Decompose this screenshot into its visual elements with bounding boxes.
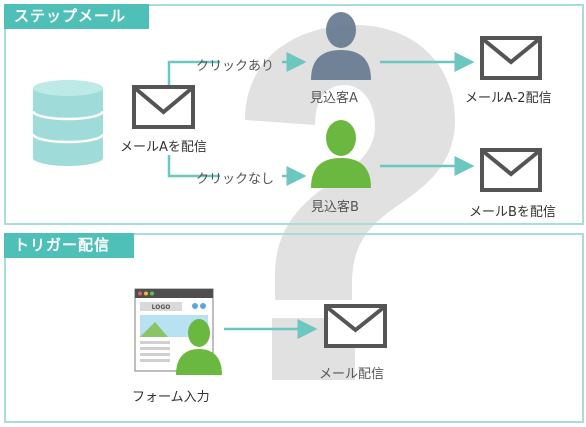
person-icon-prospect-a — [311, 12, 371, 80]
label-mail-send: メール配信 — [319, 367, 385, 382]
label-start-mail: メールAを配信 — [120, 140, 207, 155]
person-icon-form-user — [176, 319, 222, 375]
label-mail-b: メールBを配信 — [469, 205, 556, 220]
person-icon-prospect-b — [311, 120, 371, 188]
envelope-icon-mail-b — [480, 148, 542, 192]
trigger-panel — [4, 233, 584, 423]
section-title-step: ステップメール — [4, 4, 149, 29]
label-prospect-b: 見込客B — [311, 200, 359, 215]
step-mail-panel — [4, 4, 584, 225]
label-form-input: フォーム入力 — [132, 390, 210, 405]
label-branch-no: クリックなし — [196, 172, 275, 187]
database-icon — [31, 80, 105, 166]
envelope-icon-mail-a2 — [480, 36, 542, 80]
branch-connector — [167, 52, 475, 339]
envelope-icon-trigger-mail — [324, 304, 387, 348]
envelope-icon-mail-a — [132, 85, 195, 129]
label-branch-yes: クリックあり — [196, 59, 275, 74]
section-title-trigger: トリガー配信 — [4, 233, 134, 258]
logo-text: LOGO — [152, 304, 171, 311]
label-mail-a2: メールA-2配信 — [465, 91, 552, 106]
label-prospect-a: 見込客A — [310, 91, 358, 106]
